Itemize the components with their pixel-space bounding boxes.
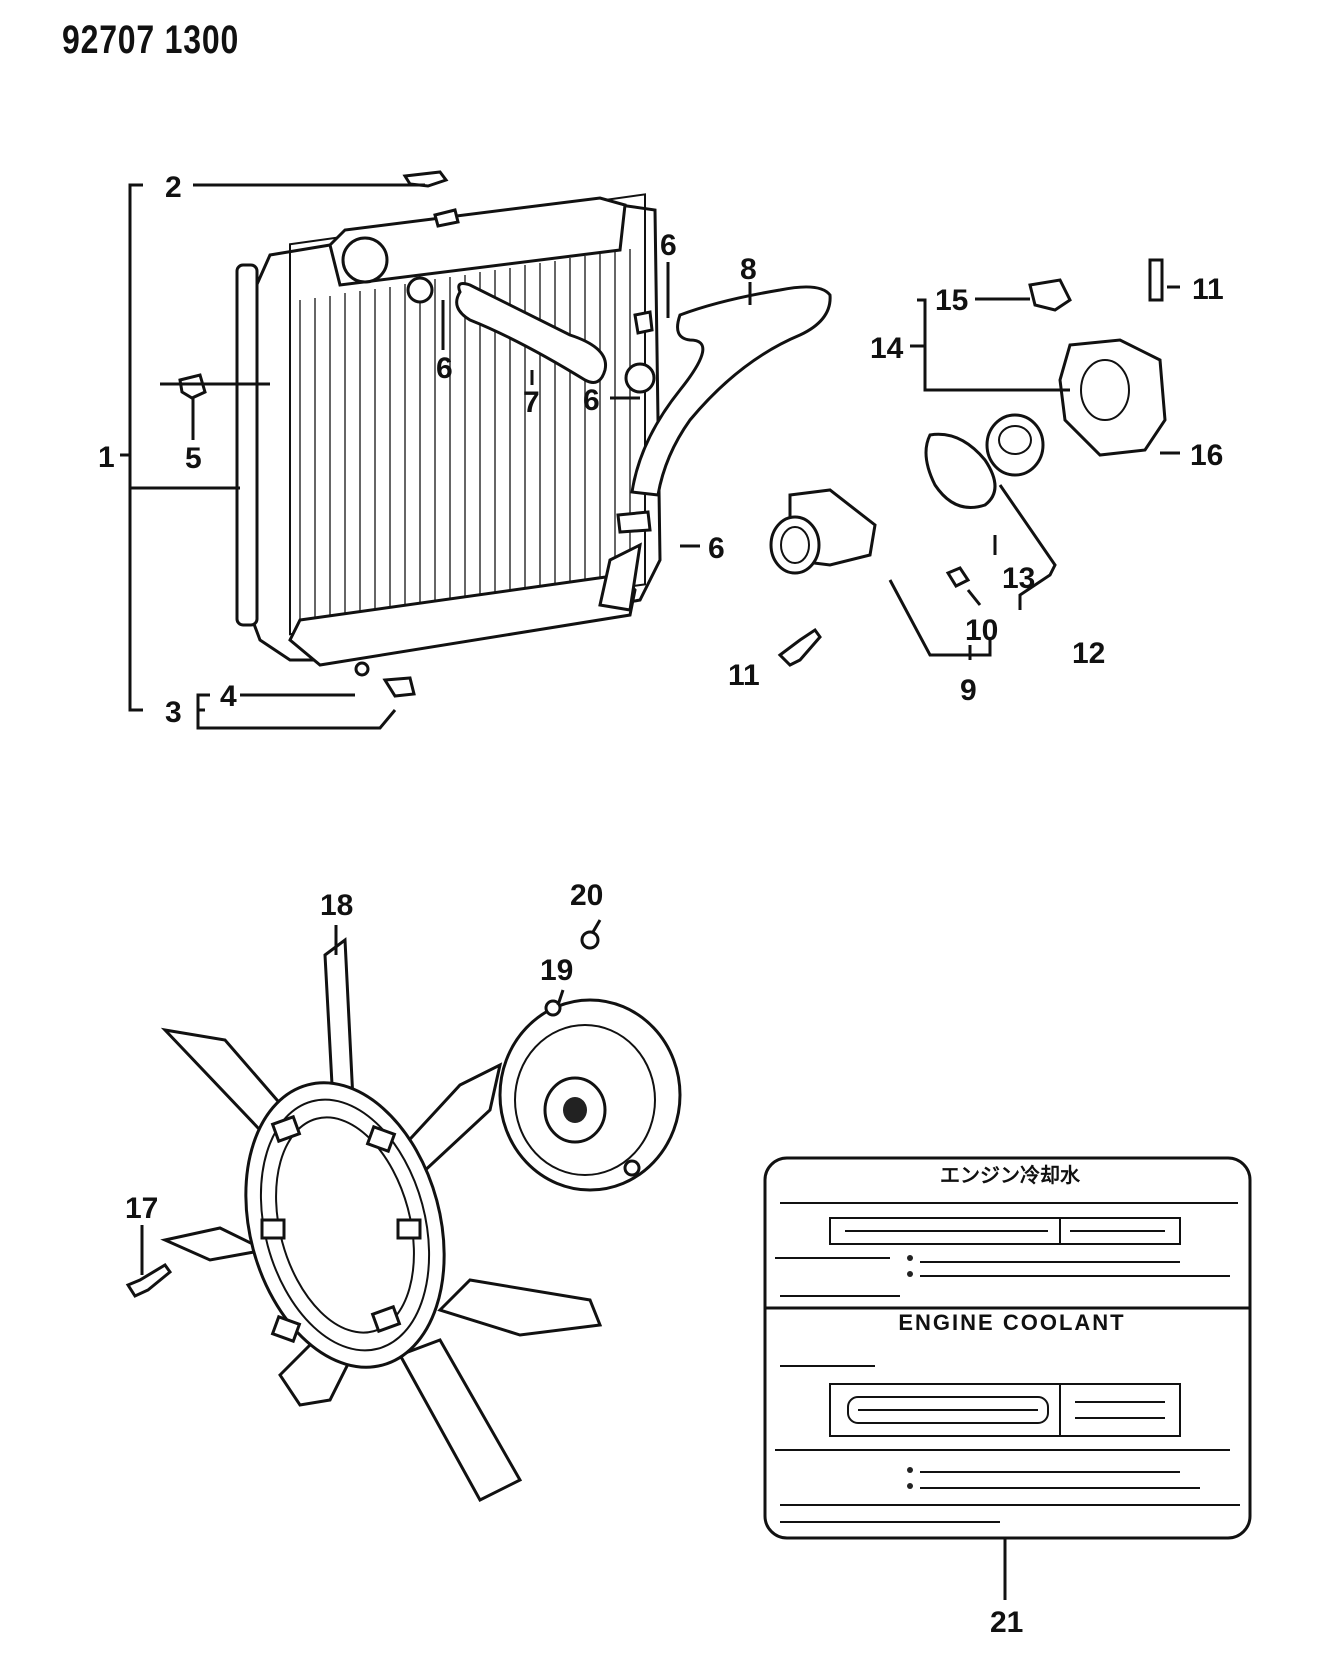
callout-11-a: 11 xyxy=(1192,273,1224,306)
callout-6-a: 6 xyxy=(436,352,453,385)
callout-7: 7 xyxy=(523,386,540,419)
callout-8: 8 xyxy=(740,253,757,286)
callout-15: 15 xyxy=(935,284,968,317)
document-code: 92707 1300 xyxy=(62,18,240,62)
callout-21: 21 xyxy=(990,1606,1023,1639)
callout-labels: 1 2 3 4 5 6 6 6 6 7 8 9 10 11 11 12 13 1… xyxy=(98,171,1224,1639)
callout-14: 14 xyxy=(870,332,904,365)
label-heading-english: ENGINE COOLANT xyxy=(898,1310,1125,1335)
plug xyxy=(945,566,971,588)
callout-16: 16 xyxy=(1190,439,1223,472)
leader-lines xyxy=(120,183,1180,1600)
bolt xyxy=(1148,258,1164,302)
radiator-cap xyxy=(402,170,449,188)
temperature-sensor xyxy=(1028,278,1072,312)
callout-4: 4 xyxy=(220,680,237,713)
cooling-fan xyxy=(160,937,603,1502)
callout-18: 18 xyxy=(320,889,353,922)
callout-19: 19 xyxy=(540,954,573,987)
callout-5: 5 xyxy=(185,442,202,475)
callout-1: 1 xyxy=(98,441,115,474)
callout-9: 9 xyxy=(960,674,977,707)
radiator-bracket xyxy=(178,373,207,400)
callout-12: 12 xyxy=(1072,637,1105,670)
bolt xyxy=(777,627,822,667)
callout-6-b: 6 xyxy=(660,229,677,262)
callout-13: 13 xyxy=(1002,562,1035,595)
callout-10: 10 xyxy=(965,614,998,647)
thermostat-housing xyxy=(1058,338,1167,457)
lower-radiator-hose xyxy=(630,285,832,497)
callout-3: 3 xyxy=(165,696,182,729)
drain-cock xyxy=(382,676,416,698)
callout-2: 2 xyxy=(165,171,182,204)
nut xyxy=(580,930,600,950)
drain-plug xyxy=(354,661,370,677)
radiator xyxy=(235,193,662,667)
upper-radiator-hose xyxy=(455,282,608,384)
coolant-label-plate: エンジン冷却水 ENGINE COOLANT xyxy=(763,1156,1252,1540)
fan-bolt xyxy=(125,1263,173,1298)
callout-6-c: 6 xyxy=(583,384,600,417)
callout-17: 17 xyxy=(125,1192,158,1225)
water-outlet-fitting xyxy=(769,488,877,575)
thermostat xyxy=(985,413,1045,477)
callout-20: 20 xyxy=(570,879,603,912)
thermostat-gasket xyxy=(924,432,997,509)
hose-clamp xyxy=(406,276,656,534)
callout-6-d: 6 xyxy=(708,532,725,565)
callout-11-b: 11 xyxy=(728,659,760,692)
label-heading-japanese: エンジン冷却水 xyxy=(940,1163,1081,1187)
fan-clutch xyxy=(498,998,682,1192)
